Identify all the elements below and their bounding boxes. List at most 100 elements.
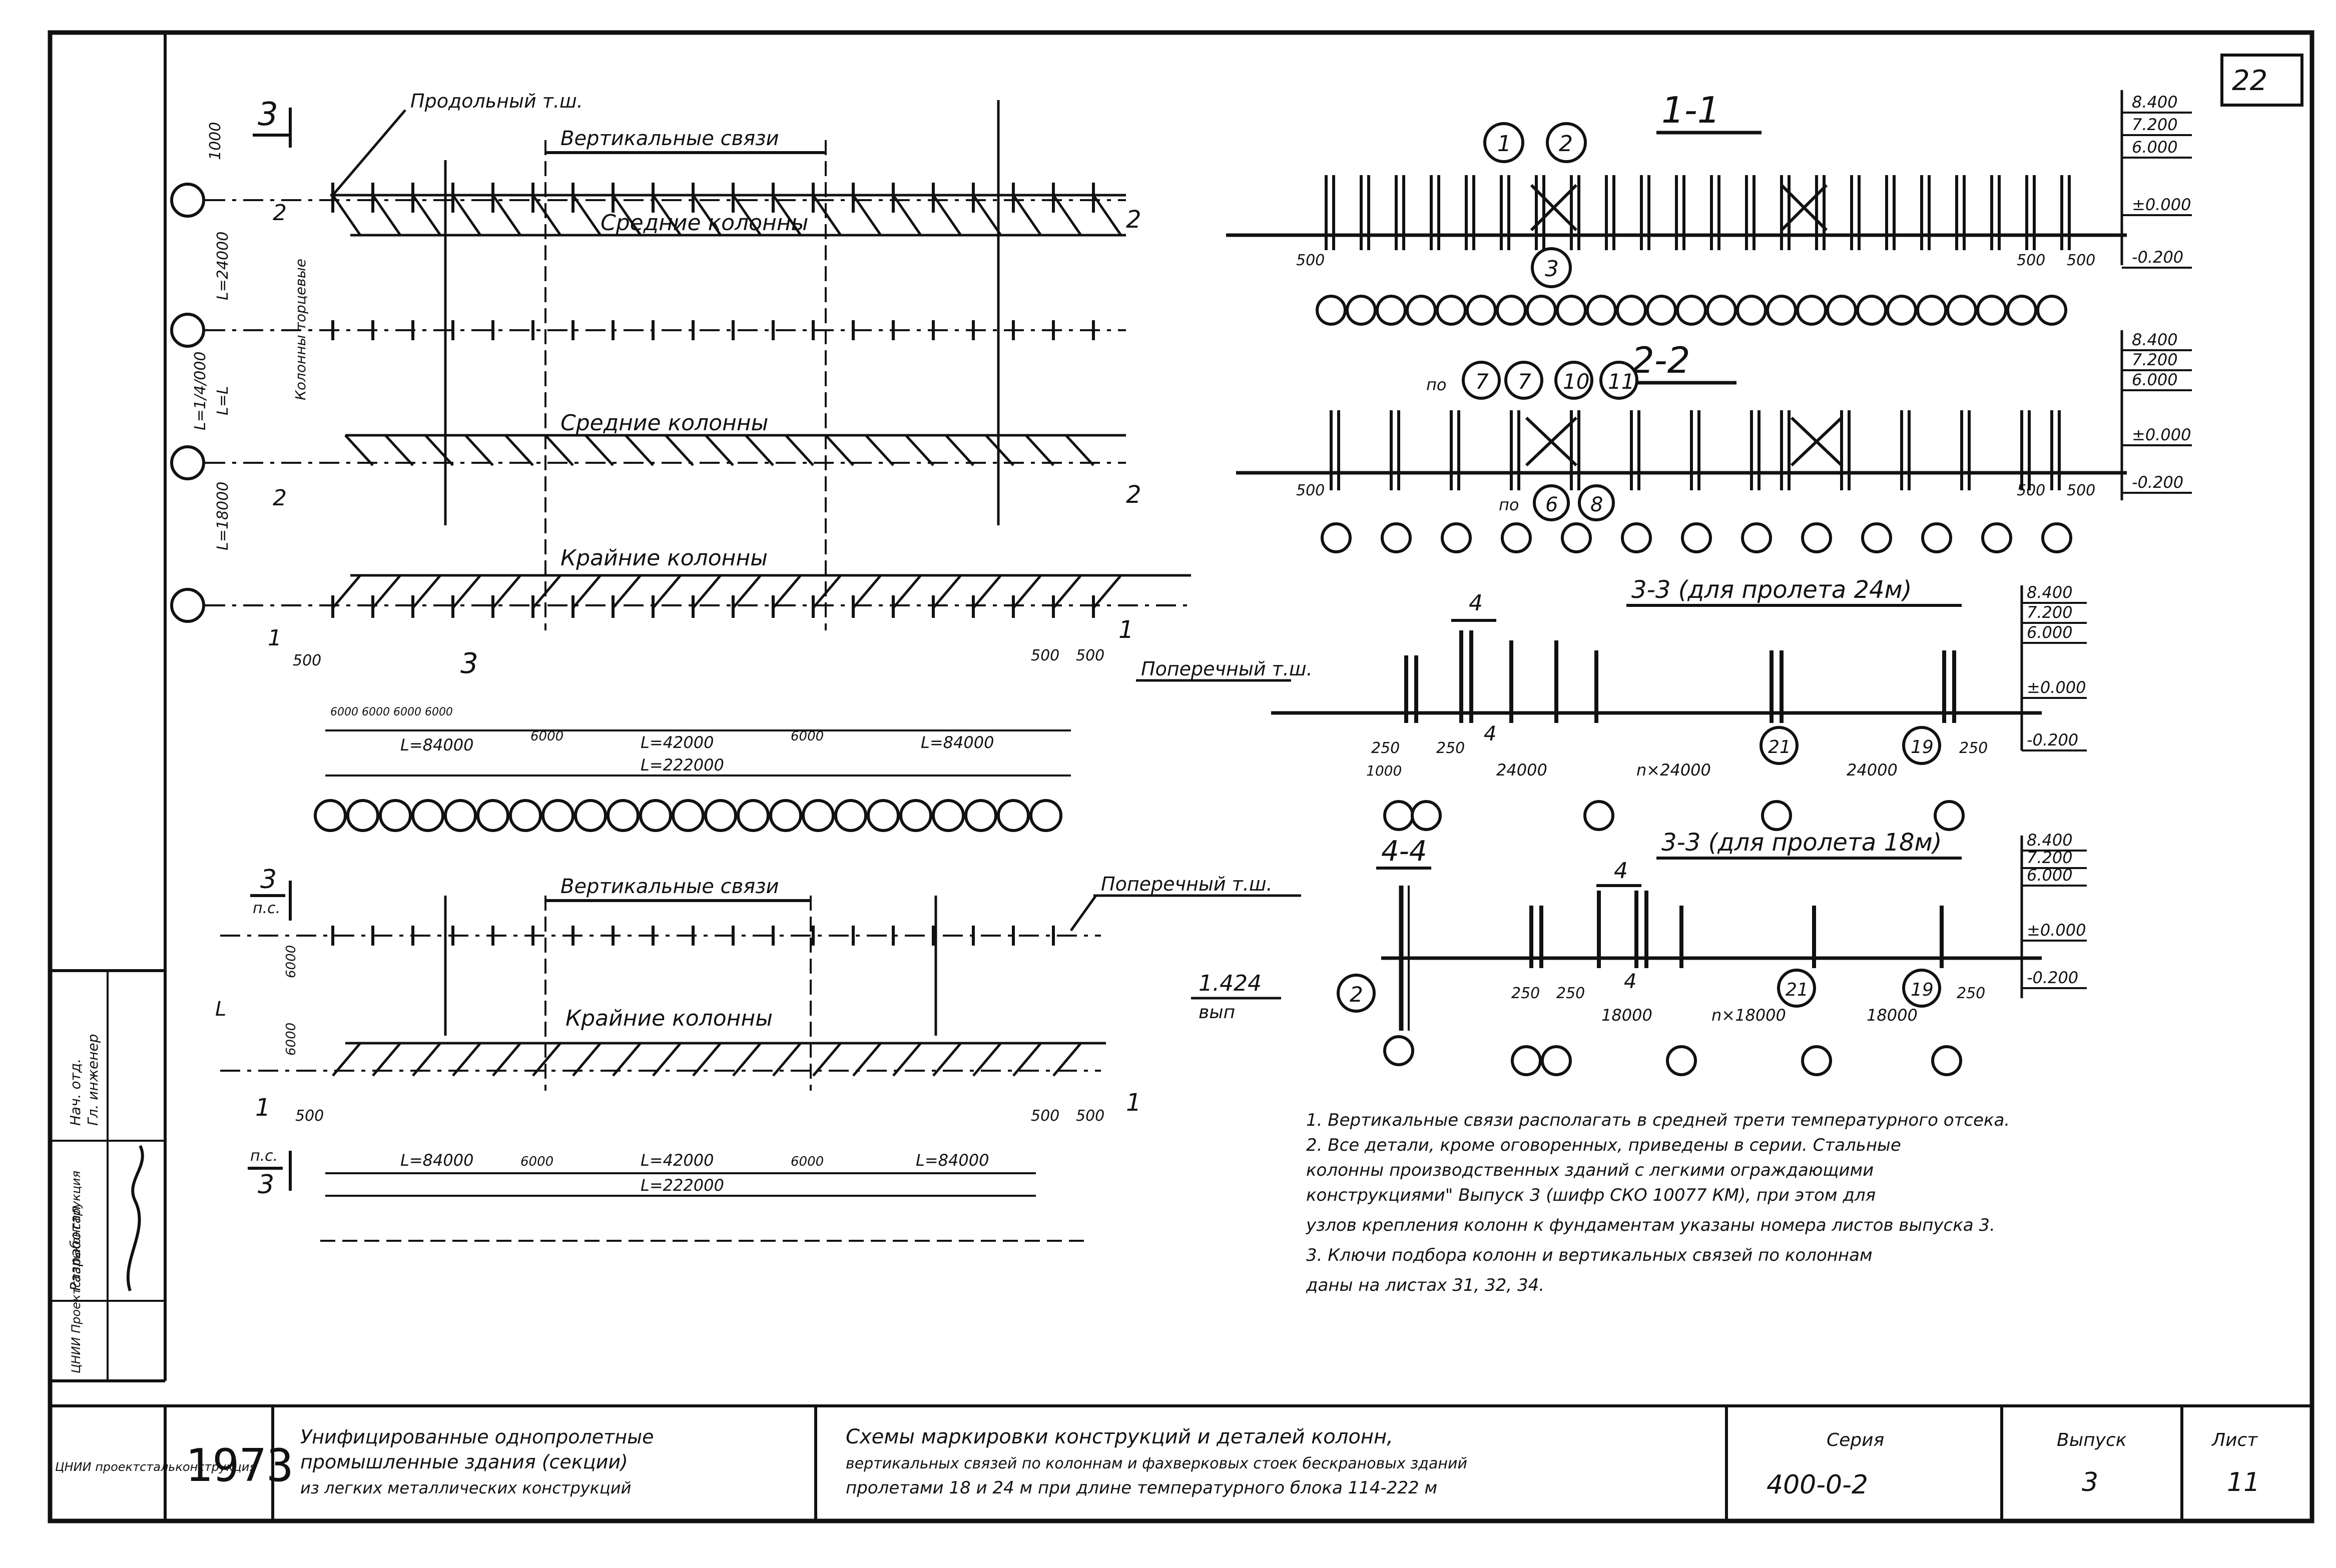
dim-500-left: 500 — [1296, 482, 1325, 499]
bottom-axis-bubbles — [314, 799, 1062, 832]
year: 1973 — [185, 1439, 294, 1492]
axis-bubble — [1383, 1035, 1414, 1066]
label-edge-columns: Крайние колонны — [565, 1006, 773, 1031]
dim-500-right-b: 500 — [2067, 482, 2095, 499]
dim-84000-right: L=84000 — [921, 733, 994, 752]
leader-longitudinal — [332, 109, 406, 196]
column-ticks — [331, 926, 1055, 946]
section-mark-bottom-sub: п.с. — [250, 1147, 278, 1165]
issue-value: 3 — [2082, 1467, 2098, 1497]
dim-500-mid: 500 — [1031, 647, 1059, 664]
bubble-1 — [1483, 122, 1524, 163]
bubble-19 — [1902, 969, 1941, 1008]
level-7200: 7.200 — [2132, 115, 2178, 134]
dim-84000-left: L=84000 — [400, 1151, 473, 1170]
bubble — [1554, 361, 1593, 400]
marker-2-left-b: 2 — [273, 485, 287, 511]
level-7200: 7.200 — [2027, 848, 2073, 867]
bubble — [1533, 484, 1570, 521]
section-3-3-24-bubbles — [1383, 800, 1965, 831]
sheet-frame — [48, 30, 2314, 1523]
columns — [1325, 175, 2071, 250]
dim-250-b: 250 — [1436, 739, 1465, 757]
level-0000: ±0.000 — [2027, 678, 2086, 697]
axis-bubble — [170, 588, 205, 623]
marker-2-top: 2 — [1126, 206, 1141, 234]
label-edge-columns: Крайние колонны — [560, 545, 768, 571]
side-column-keys: Колонны торцевые — [292, 259, 309, 400]
dim-500-r2: 500 — [1076, 1107, 1104, 1125]
bubble-label: 10 — [1563, 369, 1589, 394]
plan-lower: 3 п.с. Вертикальные связи Поперечный т.ш… — [215, 865, 1301, 1242]
sheet-value: 11 — [2227, 1467, 2260, 1497]
bubble — [1504, 361, 1543, 400]
cross-brace — [1525, 416, 1843, 467]
dim-250-a: 250 — [1511, 985, 1540, 1002]
marker-4-bottom: 4 — [1484, 722, 1496, 745]
sheet-number-box — [2220, 54, 2303, 107]
note-line-6: 3. Ключи подбора колонн и вертикальных с… — [1306, 1245, 1873, 1265]
marker-2-left: 2 — [273, 200, 287, 226]
bubble-label: 6 — [1545, 493, 1558, 516]
marker-2-mid: 2 — [1126, 481, 1141, 509]
bubble-label: 7 — [1475, 369, 1489, 394]
level-6000: 6.000 — [2027, 623, 2073, 642]
label-vertical-ties: Вертикальные связи — [560, 127, 779, 150]
label-longitudinal-joint: Продольный т.ш. — [410, 90, 583, 112]
section-3-3-24: 3-3 (для пролета 24м) 4 4 250 250 1000 2… — [1271, 576, 2087, 831]
dim-500-left: 500 — [293, 652, 321, 669]
bubble-label: 7 — [1518, 369, 1531, 394]
note-line-4: конструкциями" Выпуск 3 (шифр СКО 10077 … — [1306, 1185, 1876, 1205]
dim-l1: L=24000 — [214, 232, 232, 300]
dim-500-right-a: 500 — [2017, 252, 2045, 269]
dim-500-right-b: 500 — [2067, 252, 2095, 269]
section-2-2-title: 2-2 — [1631, 339, 1690, 381]
dim-6000-right: 6000 — [791, 729, 824, 744]
org-short: ЦНИИ проектстальконструкция — [55, 1460, 257, 1474]
marker-3-bottom: 3 — [460, 647, 478, 680]
note-line-2: 2. Все детали, кроме оговоренных, привед… — [1306, 1135, 1901, 1155]
dim-500-right-a: 500 — [2017, 482, 2045, 499]
bubble-label: 11 — [1608, 369, 1634, 394]
side-stamp: Нач. отд. Гл. инженер Разработал ЦНИИ Пр… — [67, 1034, 144, 1373]
bubble-3-label: 3 — [1545, 256, 1559, 282]
brace-band-bottom — [332, 574, 1191, 609]
bottom-spacing: 6000 6000 6000 6000 — [330, 706, 453, 718]
marker-4-top: 4 — [1614, 858, 1628, 884]
level-6000: 6.000 — [2132, 138, 2178, 157]
dim-l-eq: L=L — [214, 386, 232, 415]
section-1-1-bubbles — [1316, 295, 2067, 326]
dim-6000-right: 6000 — [791, 1154, 824, 1169]
level-1424: 1.424 — [1199, 971, 1262, 996]
bubble-21-label: 21 — [1768, 737, 1791, 757]
section-2-2: 2-2 по 7 7 10 11 по 6 8 500 500 50 — [1236, 330, 2192, 553]
dim-84000-left: L=84000 — [400, 735, 473, 754]
dim-222000: L=222000 — [641, 755, 724, 774]
level-8400: 8.400 — [2027, 583, 2073, 602]
section-2-2-bubbles — [1321, 522, 2072, 553]
bubble-19 — [1902, 726, 1941, 765]
prefix-top: по — [1426, 375, 1447, 394]
marker-1-left: 1 — [268, 625, 282, 651]
side-stamp-a: Нач. отд. — [67, 1059, 84, 1126]
side-stamp-b: Гл. инженер — [85, 1034, 101, 1126]
subject-line-2: промышленные здания (секции) — [300, 1451, 628, 1473]
level-0000: ±0.000 — [2132, 195, 2191, 214]
section-mark-top-sub: п.с. — [253, 900, 280, 917]
marker-4-bottom: 4 — [1624, 970, 1636, 993]
level-6000: 6.000 — [2027, 866, 2073, 885]
label-transverse-joint: Поперечный т.ш. — [1101, 873, 1273, 895]
bubble-2-label: 2 — [1559, 131, 1573, 157]
level-minus-200: -0.200 — [2132, 248, 2183, 267]
dim-250-a: 250 — [1371, 739, 1400, 757]
marker-4-top: 4 — [1469, 590, 1483, 616]
section-1-1: 1-1 1 2 3 500 500 500 — [1226, 89, 2192, 326]
label-vertical-ties: Вертикальные связи — [560, 875, 779, 898]
dim-250-c: 250 — [1957, 985, 1985, 1002]
dim-250-c: 250 — [1959, 739, 1988, 757]
dim-l2: L=18000 — [214, 482, 232, 550]
brace-band-mid — [344, 434, 1126, 466]
dim-top: 1000 — [207, 122, 224, 160]
bubble-2 — [1337, 974, 1376, 1013]
